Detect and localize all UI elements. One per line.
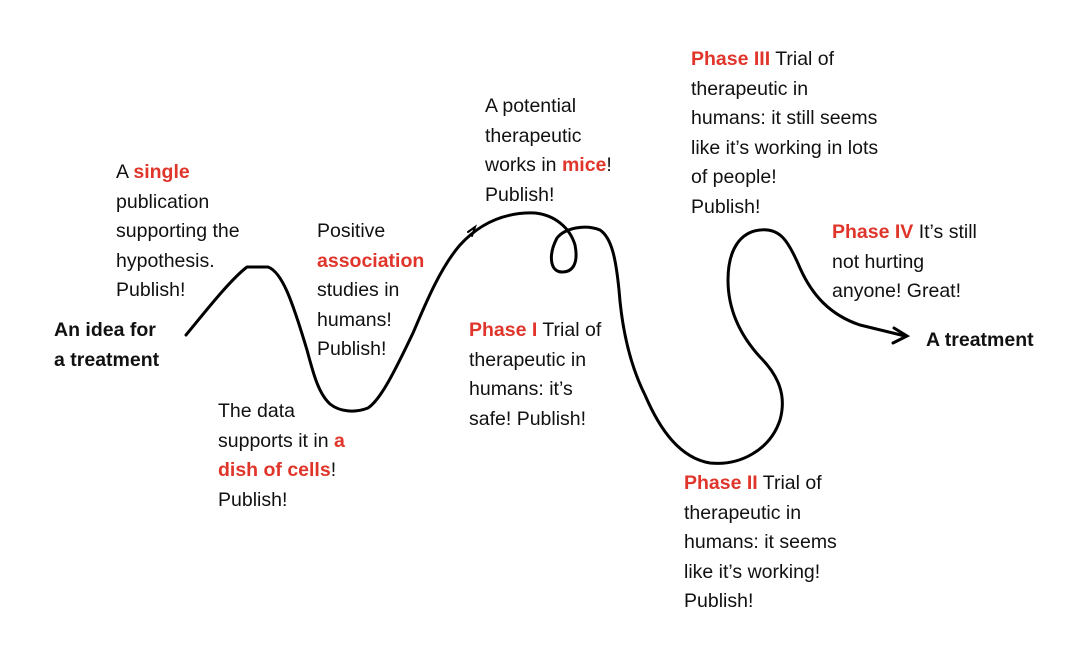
text: Trial of [770,48,835,70]
text: of people! [691,166,777,188]
step-phase-3: Phase III Trial of therapeutic in humans… [691,45,878,222]
highlight: a [333,429,345,452]
highlight: single [133,161,190,183]
winding-path [184,211,907,465]
text: Positive [317,220,386,242]
highlight: dish of cells [218,459,331,481]
text: Publish! [218,488,288,511]
text: ! [330,459,337,481]
text: It’s still [913,221,977,243]
start-line: An idea for [54,319,156,341]
text: ! [606,154,612,176]
text: safe! Publish! [469,407,587,430]
text: Trial of [757,472,822,494]
step-phase-2: Phase II Trial of therapeutic in humans:… [684,469,837,617]
text: like it’s working in lots [691,136,879,159]
text: supporting the [116,220,240,242]
text: Publish! [684,590,754,612]
highlight: Phase IV [832,221,914,243]
text: therapeutic in [691,77,809,100]
text: therapeutic in [469,348,587,371]
text: studies in [317,279,400,301]
text: Publish! [317,338,387,360]
highlight: association [317,249,425,272]
step-mice: A potential therapeutic works in mice! P… [485,92,612,210]
text: supports it in [218,429,334,452]
text: therapeutic in [684,501,802,524]
text: works in [485,154,562,176]
highlight: Phase II [684,472,758,494]
step-phase-4: Phase IV It’s still not hurting anyone! … [832,218,977,307]
highlight: Phase I [469,319,538,341]
text: humans: it seems [684,531,837,553]
text: publication [116,190,210,213]
highlight: mice [561,154,607,176]
step-association: Positive association studies in humans! … [317,217,424,365]
text: Publish! [116,279,186,301]
text: Trial of [537,319,602,341]
start-line: a treatment [54,348,160,371]
step-cells: The data supports it in a dish of cells!… [218,397,345,515]
text: Publish! [691,195,761,218]
text: anyone! Great! [832,280,961,302]
arrowhead-icon [891,326,911,345]
small-arrowhead-icon [467,224,477,237]
text: The data [218,400,295,422]
text: therapeutic [485,124,582,147]
text: Publish! [485,183,555,206]
text: humans: it’s [469,378,573,400]
text: humans: it still seems [691,107,878,129]
text: hypothesis. [116,249,215,272]
end-label: A treatment [926,329,1034,351]
text: A [116,161,134,183]
text: humans! [317,308,392,331]
text: like it’s working! [684,560,821,583]
highlight: Phase III [691,48,771,70]
text: not hurting [832,250,925,273]
step-single-publication: A single publication supporting the hypo… [116,158,240,306]
step-phase-1: Phase I Trial of therapeutic in humans: … [469,316,601,434]
text: A potential [485,95,577,117]
start-label: An idea for a treatment [54,316,159,375]
